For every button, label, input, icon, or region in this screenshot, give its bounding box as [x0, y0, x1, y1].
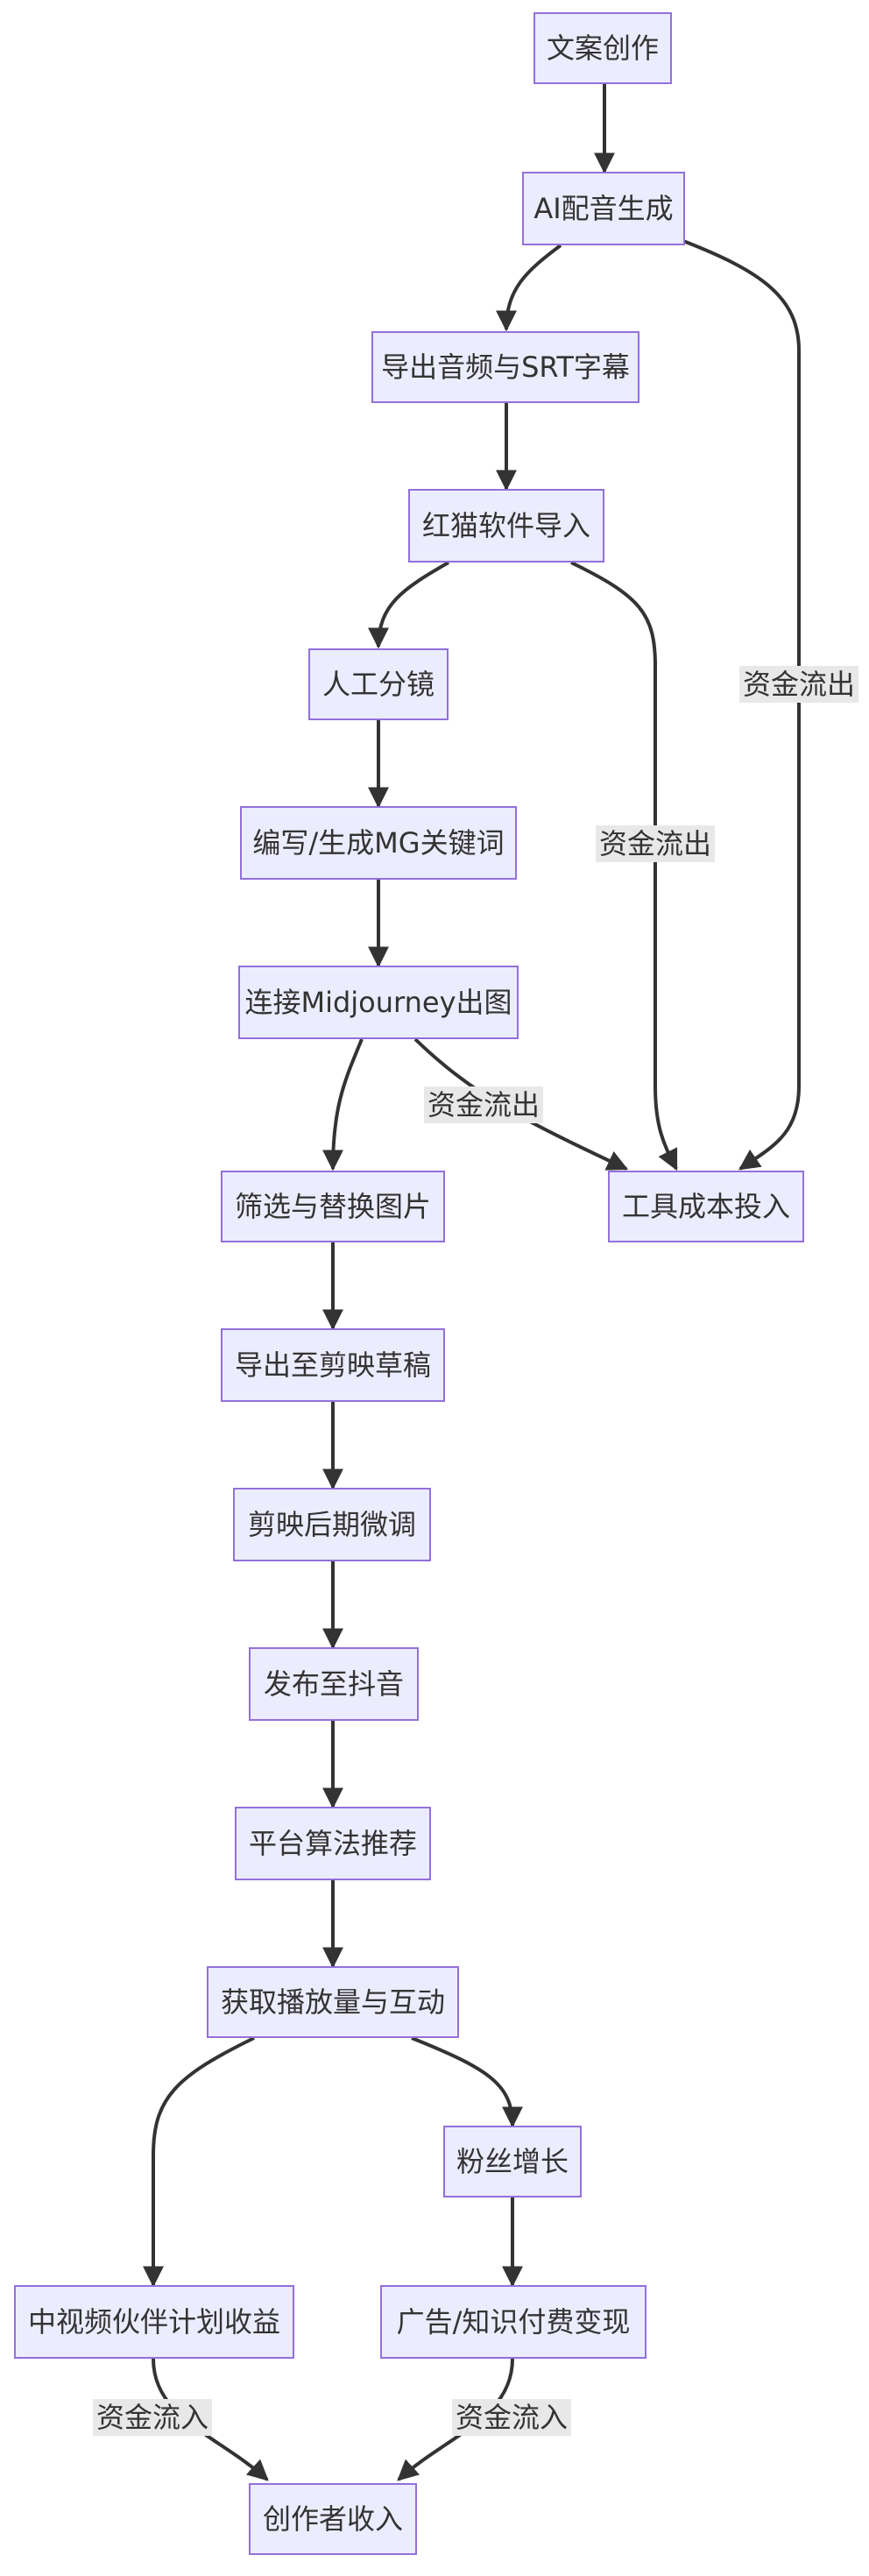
edge-views-to-zsp	[143, 2036, 255, 2288]
edge-import-to-cost	[570, 561, 678, 1171]
label-import-cost: 资金流出	[596, 825, 715, 862]
node-manual-storyboard[interactable]: 人工分镜	[308, 648, 449, 720]
edge-import-to-storyboard	[368, 561, 449, 649]
node-zhongshipin-income[interactable]: 中视频伙伴计划收益	[14, 2285, 294, 2359]
edge-voice-to-export	[496, 244, 562, 332]
label-voice-cost: 资金流出	[739, 666, 858, 703]
node-views-interaction[interactable]: 获取播放量与互动	[207, 1966, 459, 2038]
node-fan-growth[interactable]: 粉丝增长	[443, 2126, 582, 2197]
node-hongmao-import[interactable]: 红猫软件导入	[408, 489, 604, 563]
node-copywriting[interactable]: 文案创作	[533, 12, 672, 84]
node-creator-income[interactable]: 创作者收入	[249, 2483, 417, 2555]
node-export-jianying[interactable]: 导出至剪映草稿	[221, 1328, 445, 1402]
node-midjourney[interactable]: 连接Midjourney出图	[238, 966, 519, 1039]
node-filter-images[interactable]: 筛选与替换图片	[221, 1171, 445, 1242]
node-algorithm[interactable]: 平台算法推荐	[235, 1807, 431, 1880]
node-tool-cost[interactable]: 工具成本投入	[608, 1171, 804, 1242]
label-midjourney-cost: 资金流出	[424, 1086, 543, 1123]
edge-voice-to-cost	[682, 239, 801, 1171]
node-publish-douyin[interactable]: 发布至抖音	[249, 1647, 419, 1721]
node-export-audio[interactable]: 导出音频与SRT字幕	[371, 331, 639, 403]
node-ai-voice[interactable]: AI配音生成	[522, 172, 685, 245]
node-ad-monetization[interactable]: 广告/知识付费变现	[380, 2285, 646, 2359]
label-ad-income: 资金流入	[452, 2399, 571, 2436]
edge-midjourney-to-filter	[322, 1038, 364, 1171]
node-mg-keywords[interactable]: 编写/生成MG关键词	[240, 806, 517, 880]
edge-views-to-fans	[411, 2036, 523, 2128]
label-zsp-income: 资金流入	[93, 2399, 212, 2436]
node-jianying-adjust[interactable]: 剪映后期微调	[233, 1488, 431, 1561]
